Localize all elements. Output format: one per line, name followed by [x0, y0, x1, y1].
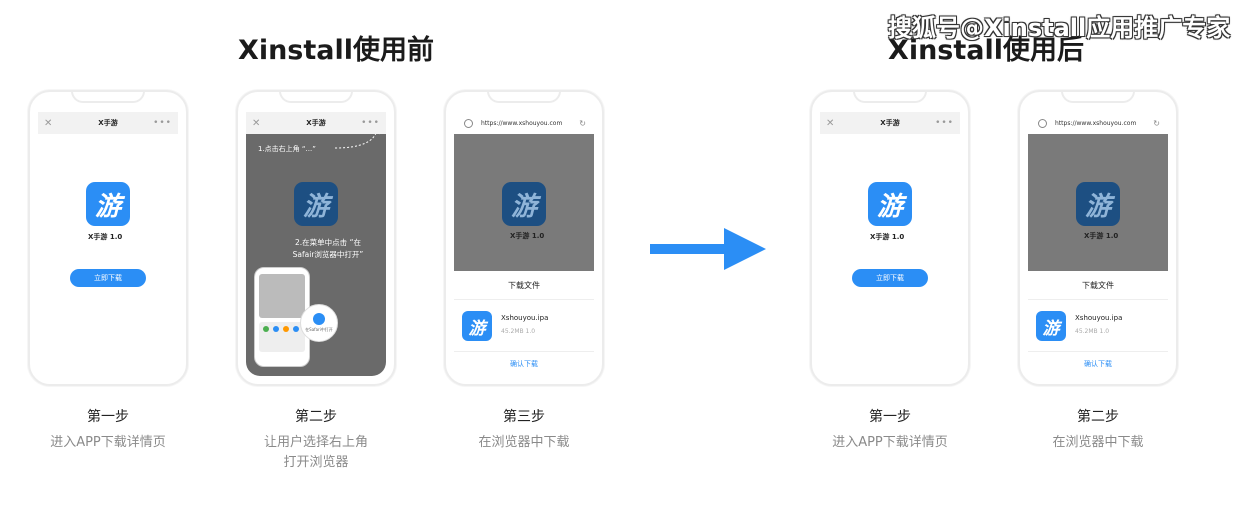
step-label: 第一步: [87, 409, 129, 425]
file-meta: 45.2MB 1.0: [1075, 328, 1110, 335]
dimmed-page: 游 X手游 1.0: [454, 134, 594, 271]
app-name: X手游 1.0: [870, 233, 905, 241]
step-label: 第三步: [503, 409, 545, 425]
globe-icon: [464, 118, 473, 128]
watermark: 搜狐号@Xinstall应用推广专家: [888, 14, 1231, 42]
phone-notch: [279, 92, 353, 103]
app-icon: 游: [502, 182, 546, 226]
safari-option-label: 在Safari中打开: [305, 327, 333, 332]
file-app-icon: 游: [1036, 311, 1066, 341]
more-icon[interactable]: •••: [153, 118, 172, 128]
guide-step2-line1: 2.在菜单中点击 “在: [295, 238, 361, 247]
step-desc-line1: 让用户选择右上角: [263, 435, 368, 450]
browser-topbar: ✕ X手游 •••: [38, 112, 178, 134]
phone-notch: [71, 92, 145, 103]
close-icon[interactable]: ✕: [826, 117, 835, 129]
file-meta: 45.2MB 1.0: [501, 328, 536, 335]
divider: [1028, 351, 1168, 352]
step-desc: 进入APP下载详情页: [832, 435, 948, 450]
phone-before-step2: ✕ X手游 ••• 1.点击右上角 “...” 游 2.在菜单中点击 “在 Sa…: [236, 90, 396, 386]
url-text: https://www.xshouyou.com: [1055, 119, 1137, 127]
reload-icon[interactable]: ↻: [579, 118, 586, 128]
more-icon[interactable]: •••: [935, 118, 954, 128]
file-name: Xshouyou.ipa: [501, 314, 549, 322]
step-label: 第二步: [295, 409, 337, 425]
app-name: X手游 1.0: [1084, 232, 1119, 240]
guide-step2-text: 2.在菜单中点击 “在 Safair浏览器中打开”: [278, 237, 378, 261]
app-icon: 游: [86, 182, 130, 226]
step-desc: 进入APP下载详情页: [50, 435, 166, 450]
topbar-title: X手游: [880, 119, 900, 127]
close-icon[interactable]: ✕: [44, 117, 53, 129]
phone-notch: [487, 92, 561, 103]
globe-icon: [1038, 118, 1047, 128]
download-button[interactable]: 立即下载: [70, 269, 146, 287]
arrow-right-icon: [650, 228, 766, 270]
heading-after: Xinstall使用后: [888, 35, 1085, 66]
confirm-download-button[interactable]: 确认下载: [510, 360, 538, 368]
sheet-title: 下载文件: [454, 271, 594, 300]
step-desc-line2: 打开浏览器: [283, 455, 349, 470]
step-label: 第二步: [1077, 409, 1119, 425]
phone-after-step2: https://www.xshouyou.com ↻ 游 X手游 1.0 下载文…: [1018, 90, 1178, 386]
phone-before-step3: https://www.xshouyou.com ↻ 游 X手游 1.0 下载文…: [444, 90, 604, 386]
app-name: X手游 1.0: [88, 233, 123, 241]
safari-option-icon: 在Safari中打开: [300, 304, 338, 342]
file-app-icon: 游: [462, 311, 492, 341]
close-icon[interactable]: ✕: [252, 117, 261, 129]
app-icon: 游: [294, 182, 338, 226]
phone-notch: [1061, 92, 1135, 103]
download-button[interactable]: 立即下载: [852, 269, 928, 287]
phone-notch: [853, 92, 927, 103]
topbar-title: X手游: [306, 119, 326, 127]
step-desc: 让用户选择右上角 打开浏览器: [236, 433, 396, 473]
app-icon: 游: [1076, 182, 1120, 226]
heading-before: Xinstall使用前: [238, 35, 435, 66]
more-icon[interactable]: •••: [361, 118, 380, 128]
step-desc: 在浏览器中下载: [1052, 435, 1144, 450]
dimmed-page: 游 X手游 1.0: [1028, 134, 1168, 271]
browser-topbar: ✕ X手游 •••: [246, 112, 386, 134]
browser-urlbar[interactable]: https://www.xshouyou.com ↻: [1028, 112, 1168, 134]
guide-step1-text: 1.点击右上角 “...”: [258, 145, 316, 153]
file-name: Xshouyou.ipa: [1075, 314, 1123, 322]
guide-step2-line2: Safair浏览器中打开”: [292, 250, 364, 259]
step-label: 第一步: [869, 409, 911, 425]
browser-topbar: ✕ X手游 •••: [820, 112, 960, 134]
browser-urlbar[interactable]: https://www.xshouyou.com ↻: [454, 112, 594, 134]
topbar-title: X手游: [98, 119, 118, 127]
reload-icon[interactable]: ↻: [1153, 118, 1160, 128]
phone-after-step1: ✕ X手游 ••• 游 X手游 1.0 立即下载: [810, 90, 970, 386]
sheet-title: 下载文件: [1028, 271, 1168, 300]
confirm-download-button[interactable]: 确认下载: [1084, 360, 1112, 368]
app-name: X手游 1.0: [510, 232, 545, 240]
app-icon: 游: [868, 182, 912, 226]
download-sheet: 下载文件 游 Xshouyou.ipa 45.2MB 1.0 确认下载: [454, 271, 594, 376]
divider: [454, 351, 594, 352]
step-desc: 在浏览器中下载: [478, 435, 570, 450]
download-sheet: 下载文件 游 Xshouyou.ipa 45.2MB 1.0 确认下载: [1028, 271, 1168, 376]
phone-before-step1: ✕ X手游 ••• 游 X手游 1.0 立即下载: [28, 90, 188, 386]
url-text: https://www.xshouyou.com: [481, 119, 563, 127]
